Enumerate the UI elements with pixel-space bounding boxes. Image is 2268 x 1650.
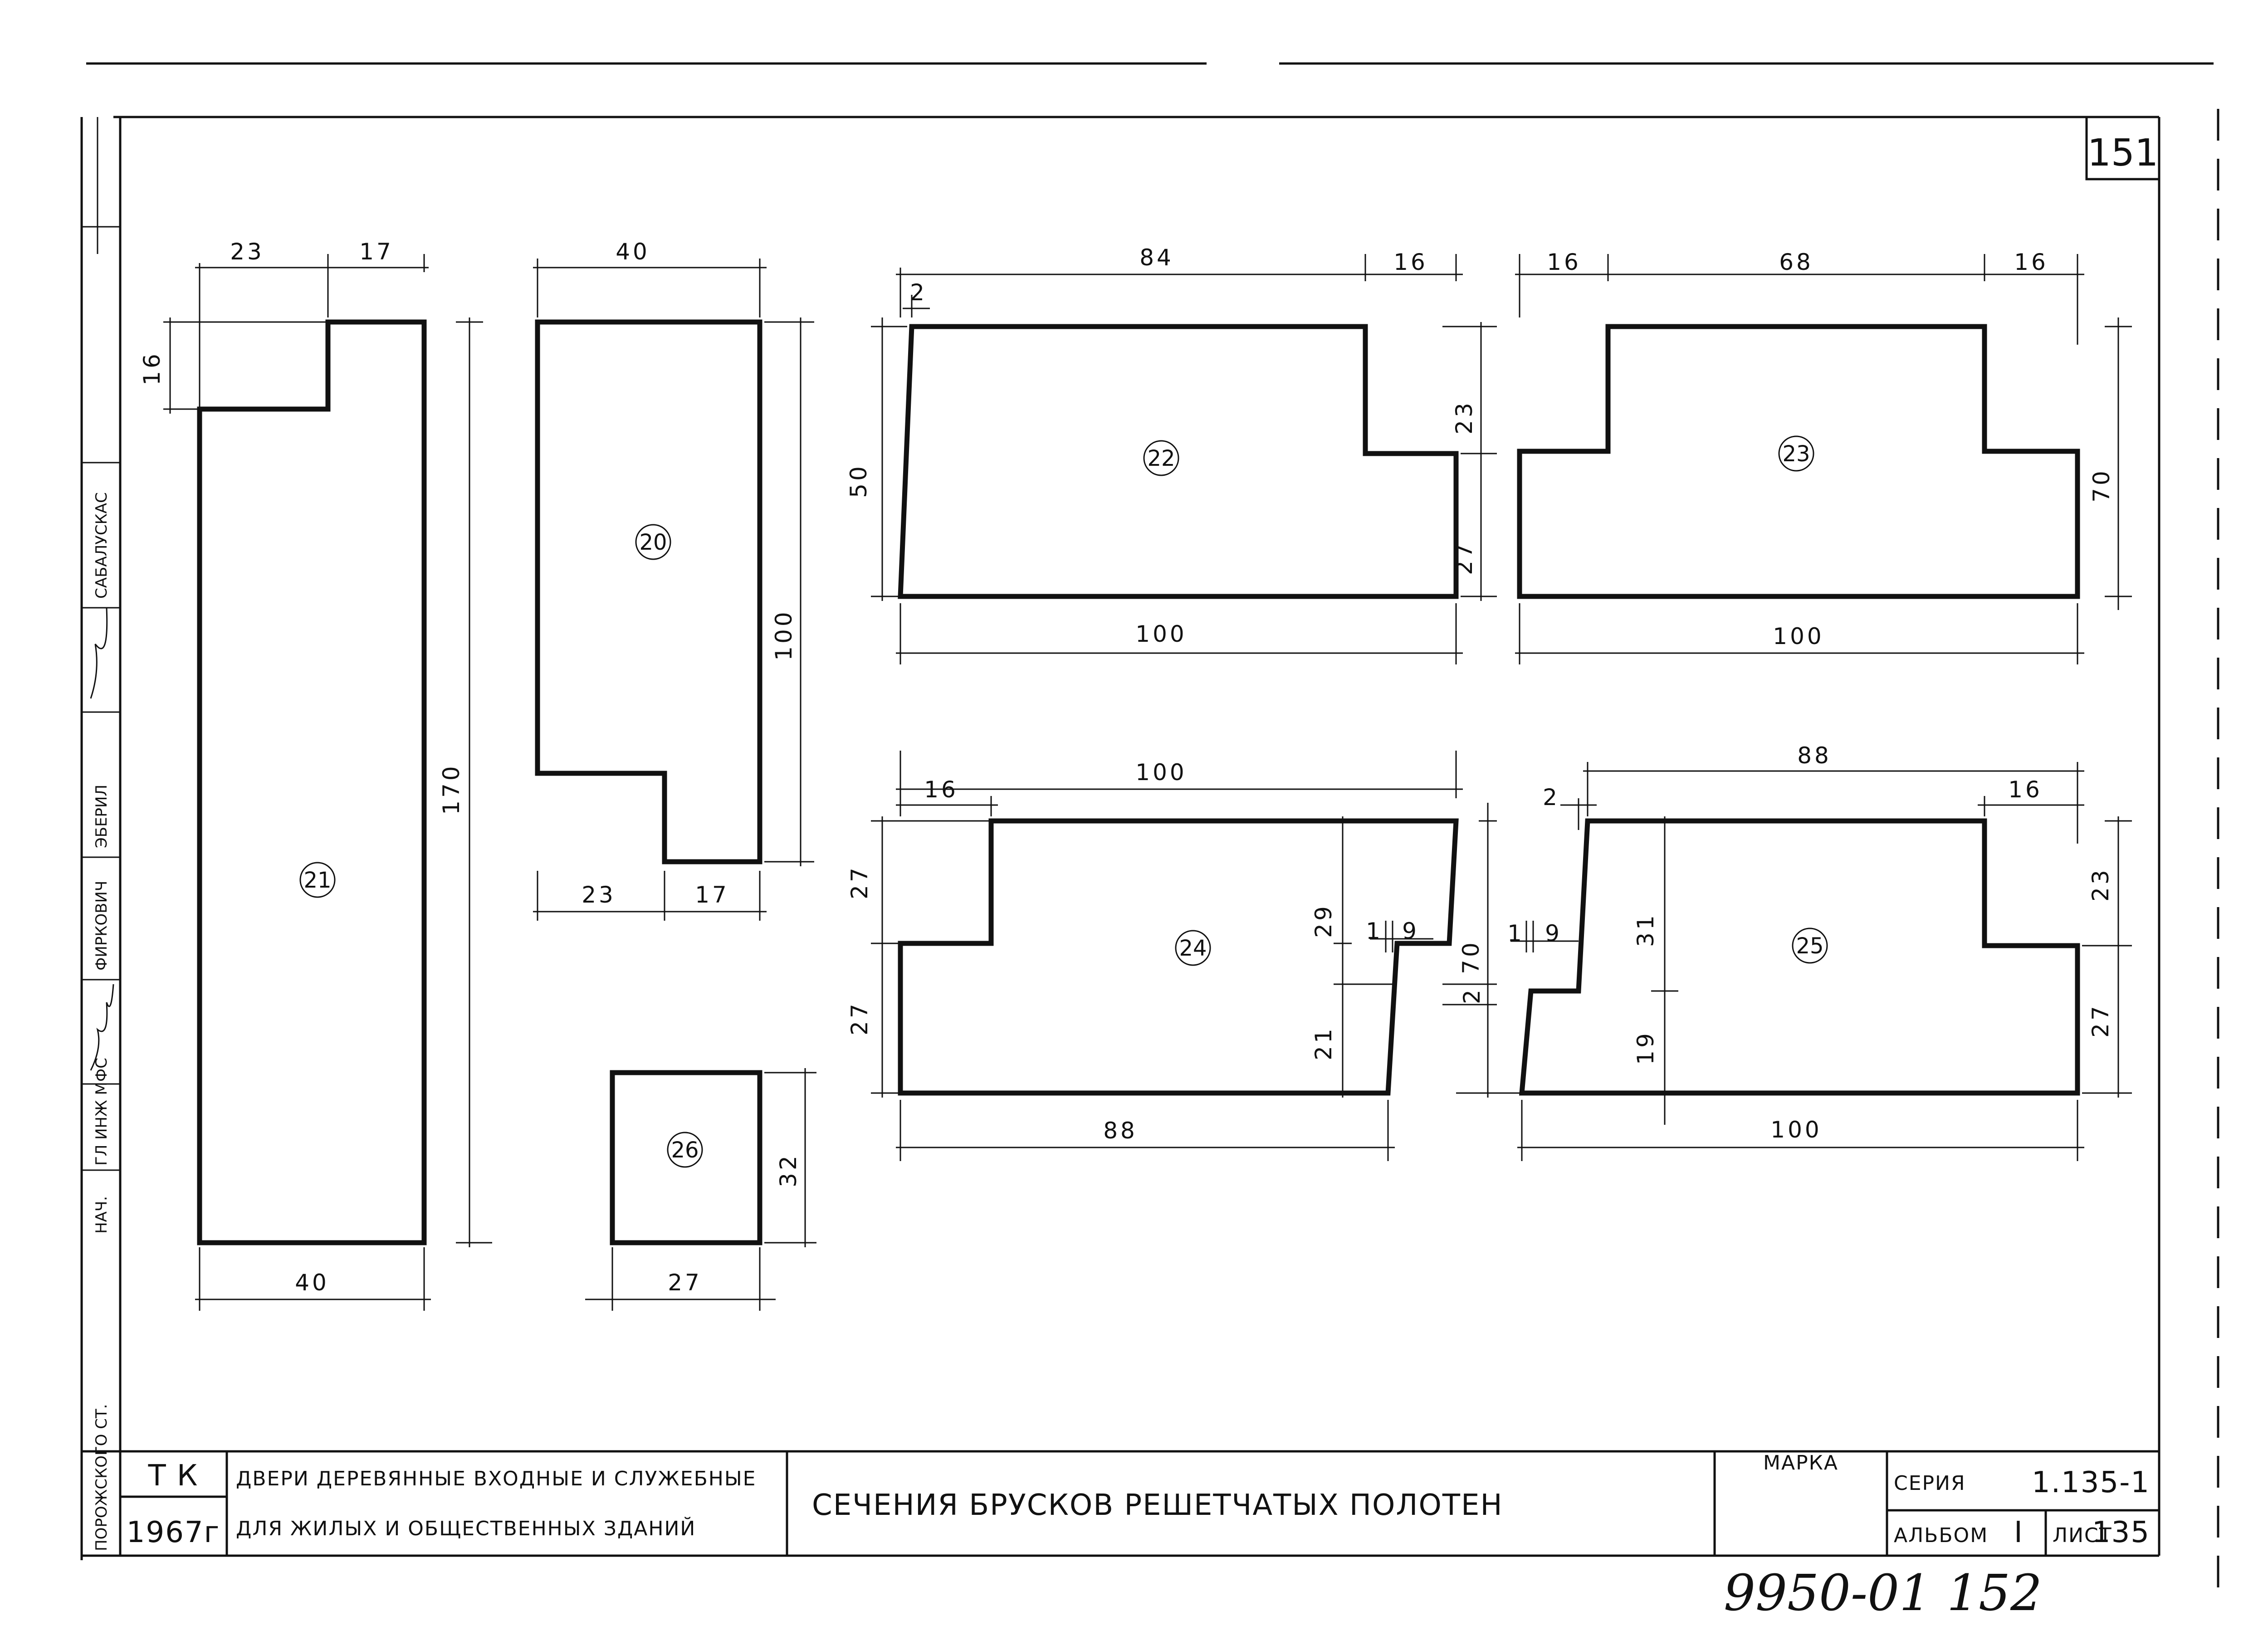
section-22-dim-step-lower: 27 [1451,541,1477,575]
stamp-department: ПОРОЖСКОГО СТ. [93,1404,111,1551]
stamp-chief-engineer: ГЛ ИНЖ МФС [93,1058,111,1166]
section-26-label: 26 [671,1137,699,1163]
section-21-marker [299,862,336,898]
section-25-dim-top: 88 [1797,742,1832,769]
section-20-dim-top: 40 [616,239,650,265]
section-20: 20 40 100 23 17 [533,239,814,921]
section-24-dim-inner-lower: 21 [1310,1026,1337,1060]
title-year: 1967г [127,1516,220,1549]
section-24-dim-top: 100 [1135,759,1187,786]
section-23-marker [1778,435,1814,472]
section-22-dim-height: 50 [846,464,872,498]
section-23-dim-top-right: 16 [2014,249,2048,275]
section-25-dim-right-upper: 23 [2087,867,2114,902]
title-block: Т К 1967г ДВЕРИ ДЕРЕВЯННЫЕ ВХОДНЫЕ И СЛУ… [82,1451,2160,1557]
section-21-dim-top-left: 23 [230,239,264,265]
section-25-dim-bottom: 100 [1770,1117,1822,1143]
title-series-value: 1.135-1 [2032,1466,2150,1499]
section-21-dim-step: 16 [139,351,165,386]
title-mark-label: МАРКА [1763,1451,1838,1474]
section-25-marker [1792,928,1828,964]
title-org: Т К [148,1459,199,1493]
section-25-dim-inner-lower: 19 [1633,1030,1659,1065]
section-24: 24 100 16 27 27 29 21 1 9 70 2 [846,751,1501,1161]
signature-mark-1 [90,607,108,699]
section-23: 23 16 68 16 70 100 [1515,249,2132,664]
section-21: 21 23 17 16 170 40 [139,239,492,1311]
section-25-dim-inner-upper: 31 [1633,913,1659,947]
section-22: 22 2 84 16 50 23 27 100 [846,244,1497,664]
section-20-marker [635,524,671,560]
section-21-dim-height: 170 [438,763,464,815]
title-project-line-1: ДВЕРИ ДЕРЕВЯННЫЕ ВХОДНЫЕ И СЛУЖЕБНЫЕ [236,1467,757,1490]
section-25-dim-notch-b: 9 [1545,920,1562,947]
section-24-dim-top-left: 16 [924,776,958,803]
section-25-dim-notch-a: 1 [1507,920,1525,947]
section-20-dim-bottom-left: 23 [582,882,616,908]
section-26: 26 32 27 [585,1068,816,1311]
signature-mark-2 [90,984,114,1071]
section-25-dim-offset: 2 [1543,784,1560,810]
section-24-dim-left-upper: 27 [846,865,873,899]
section-22-dim-top: 84 [1139,244,1174,271]
title-album-value: I [2014,1516,2024,1549]
section-24-dim-left-lower: 27 [846,1001,873,1035]
title-album-label: АЛЬБОМ [1894,1524,1988,1547]
stamp-name-firkovich: ФИРКОВИЧ [93,881,111,971]
section-22-label: 22 [1147,446,1175,471]
section-26-dim-bottom: 27 [668,1269,702,1296]
side-stamp: ГЛ ИНЖ МФС ФИРКОВИЧ ЭБЕРИЛ САБАЛУСКАС НА… [82,462,120,1551]
section-22-dim-bottom: 100 [1135,621,1187,647]
section-25-dim-right-lower: 27 [2087,1003,2114,1038]
section-25: 25 88 16 2 1 9 31 19 23 27 [1479,742,2132,1161]
section-24-dim-notch-b: 9 [1402,918,1419,944]
section-24-dim-notch-a: 1 [1366,918,1383,944]
section-23-label: 23 [1782,441,1810,467]
section-21-label: 21 [303,868,331,893]
title-sheet-label: ЛИСТ [2053,1524,2112,1547]
sheet-number: 151 [2087,132,2159,175]
section-24-dim-right: 70 [1458,940,1484,974]
section-25-label: 25 [1796,933,1823,959]
title-project-line-2: ДЛЯ ЖИЛЫХ И ОБЩЕСТВЕННЫХ ЗДАНИЙ [236,1516,696,1540]
drawing-frame [80,109,2219,1596]
section-22-dim-step-upper: 23 [1451,400,1477,434]
section-23-dim-height: 70 [2088,468,2115,503]
section-23-dim-bottom: 100 [1773,623,1824,649]
archive-number: 9950-01 152 [1724,1564,2042,1622]
section-20-label: 20 [639,530,667,555]
section-24-marker [1175,930,1211,966]
stamp-name-sabaluskas: САБАЛУСКАС [93,492,111,599]
section-26-dim-height: 32 [775,1153,802,1187]
section-24-dim-notch-c: 2 [1459,987,1485,1004]
section-25-dim-top-right: 16 [2008,776,2043,803]
stamp-head: НАЧ. [93,1196,111,1234]
section-24-dim-inner-upper: 29 [1310,903,1337,938]
title-series-label: СЕРИЯ [1894,1472,1966,1495]
title-sheet-value: 135 [2092,1516,2150,1549]
section-22-dim-top-right: 16 [1393,249,1428,275]
title-sheet-title: СЕЧЕНИЯ БРУСКОВ РЕШЕТЧАТЫХ ПОЛОТЕН [812,1489,1503,1522]
section-22-dim-offset: 2 [910,279,927,306]
sheet-number-box: 151 [2085,117,2159,181]
section-21-dim-top-right: 17 [359,239,394,265]
section-20-dim-height: 100 [771,609,797,660]
section-21-dim-bottom: 40 [295,1269,329,1296]
section-23-dim-top-mid: 68 [1779,249,1813,275]
section-26-marker [667,1132,703,1168]
section-20-dim-bottom-right: 17 [695,882,729,908]
stamp-name-eberil: ЭБЕРИЛ [93,785,111,848]
section-24-dim-bottom: 88 [1103,1118,1138,1144]
section-23-dim-top-left: 16 [1547,249,1581,275]
section-24-label: 24 [1179,936,1207,961]
section-22-marker [1143,440,1179,476]
